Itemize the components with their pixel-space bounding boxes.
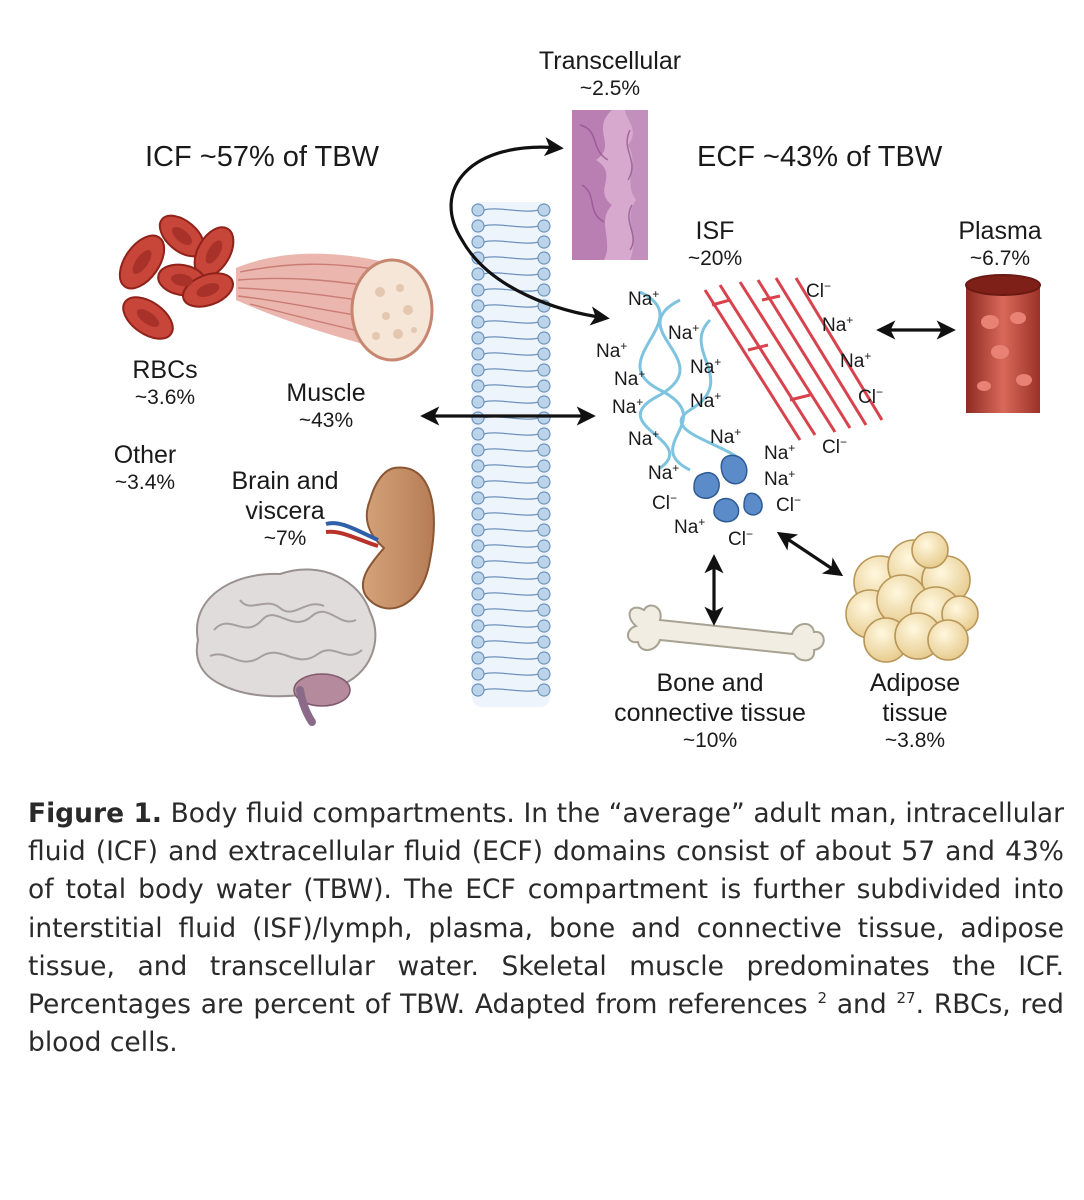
- ion-sodium: Na+: [668, 321, 700, 344]
- ion-chloride: Cl−: [806, 279, 831, 302]
- cell-membrane: [471, 202, 551, 707]
- adipose-label: Adipose tissue ~3.8%: [850, 668, 980, 754]
- ion-sodium: Na+: [710, 425, 742, 448]
- transcellular-percent: ~2.5%: [579, 77, 641, 100]
- caption-text: Body fluid compartments. In the “average…: [28, 798, 1064, 1021]
- muscle-label: Muscle ~43%: [266, 378, 386, 434]
- bone-name-line2: connective tissue: [614, 699, 806, 727]
- adipose-tissue-illustration: [845, 531, 979, 663]
- ion-sodium: Na+: [822, 313, 854, 336]
- ion-chloride: Cl−: [728, 527, 753, 550]
- adipose-percent: ~3.8%: [884, 729, 946, 752]
- brain-name-line2: viscera: [245, 497, 325, 525]
- brain-percent: ~7%: [263, 527, 307, 550]
- plasma-label: Plasma ~6.7%: [940, 216, 1060, 272]
- ion-chloride: Cl−: [822, 435, 847, 458]
- isf-name: ISF: [695, 217, 735, 245]
- ion-chloride: Cl−: [652, 491, 677, 514]
- brain-illustration: [195, 568, 377, 726]
- ion-sodium: Na+: [764, 441, 796, 464]
- bone-percent: ~10%: [682, 729, 738, 752]
- ion-sodium: Na+: [648, 461, 680, 484]
- bone-name-line1: Bone and: [656, 669, 764, 697]
- caption-ref: 27: [896, 989, 916, 1008]
- ecf-heading: ECF ~43% of TBW: [697, 141, 943, 173]
- ion-sodium: Na+: [690, 389, 722, 412]
- adipose-name-line1: Adipose: [869, 669, 961, 697]
- plasma-vessel: [965, 274, 1041, 413]
- plasma-name: Plasma: [958, 217, 1042, 245]
- brain-viscera-label: Brain and viscera ~7%: [210, 466, 360, 552]
- muscle-name: Muscle: [286, 379, 366, 407]
- plasma-percent: ~6.7%: [969, 247, 1031, 270]
- diagram-artwork: [118, 110, 1041, 726]
- body-fluid-diagram: ICF ~57% of TBW ECF ~43% of TBW Transcel…: [90, 46, 1060, 754]
- isf-glycosaminoglycan-strands: [638, 290, 744, 472]
- transcellular-tissue-image: [572, 110, 648, 260]
- rbcs-percent: ~3.6%: [134, 386, 196, 409]
- ion-sodium: Na+: [674, 515, 706, 538]
- brain-name-line1: Brain and: [231, 467, 339, 495]
- ion-sodium: Na+: [764, 467, 796, 490]
- caption-label: Figure 1.: [28, 798, 162, 829]
- transcellular-name: Transcellular: [538, 47, 682, 75]
- ion-sodium: Na+: [596, 339, 628, 362]
- icf-heading: ICF ~57% of TBW: [145, 141, 379, 173]
- caption-text: and: [836, 989, 887, 1021]
- exchange-arrows: [420, 137, 956, 626]
- ion-sodium: Na+: [690, 355, 722, 378]
- isf-label: ISF ~20%: [665, 216, 765, 272]
- ion-chloride: Cl−: [858, 385, 883, 408]
- ion-sodium: Na+: [840, 349, 872, 372]
- ion-sodium: Na+: [628, 427, 660, 450]
- caption-text: . RBCs, red blood cells.: [28, 989, 1064, 1059]
- collagen-fibers: [703, 277, 884, 441]
- bone-label: Bone and connective tissue ~10%: [590, 668, 830, 754]
- rbcs-name: RBCs: [132, 356, 198, 384]
- muscle-illustration: [236, 253, 434, 362]
- ion-sodium: Na+: [628, 287, 660, 310]
- other-label: Other ~3.4%: [90, 440, 200, 496]
- ion-sodium: Na+: [612, 395, 644, 418]
- other-name: Other: [113, 441, 177, 469]
- ion-sodium: Na+: [614, 367, 646, 390]
- caption-ref: 2: [817, 989, 827, 1008]
- proteoglycan-blobs: [693, 454, 763, 523]
- red-blood-cells: [118, 214, 235, 340]
- kidney-illustration: [325, 466, 435, 610]
- isf-percent: ~20%: [687, 247, 743, 270]
- rbcs-label: RBCs ~3.6%: [110, 355, 220, 411]
- muscle-percent: ~43%: [298, 409, 354, 432]
- figure-caption: Figure 1. Body fluid compartments. In th…: [28, 795, 1064, 1062]
- other-percent: ~3.4%: [114, 471, 176, 494]
- ion-chloride: Cl−: [776, 493, 801, 516]
- bone-illustration: [627, 604, 825, 662]
- transcellular-label: Transcellular ~2.5%: [520, 46, 700, 102]
- adipose-name-line2: tissue: [882, 699, 948, 727]
